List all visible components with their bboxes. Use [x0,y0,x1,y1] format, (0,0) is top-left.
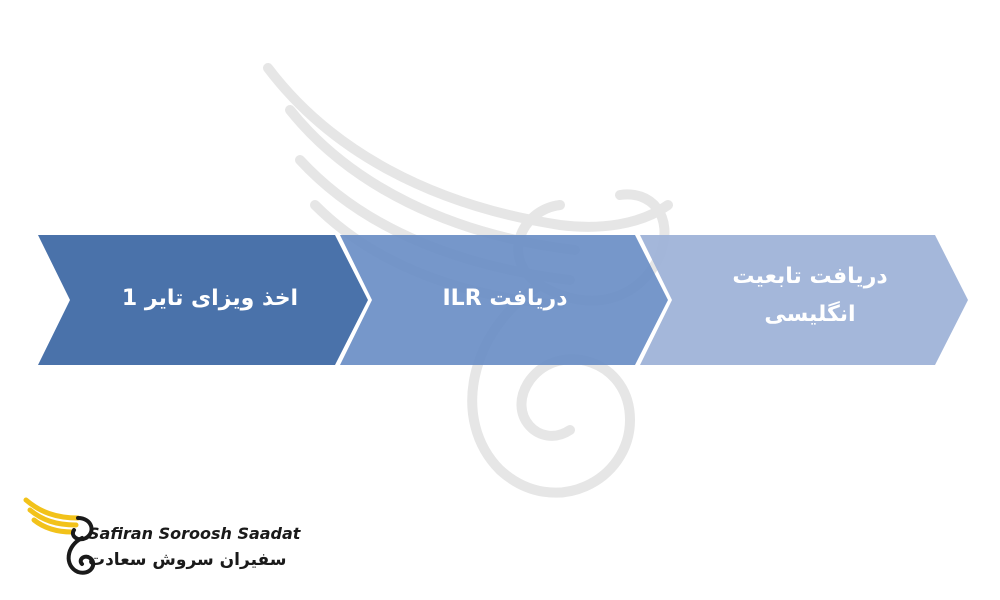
step-chevron-2 [340,235,668,365]
step-chevron-3 [640,235,968,365]
wing-swan-icon [23,497,96,575]
step-label-1: اخذ ویزای تایر 1 [121,286,299,311]
step-chevron-1 [38,235,368,365]
step-label-2: دریافت ILR [442,286,568,311]
logo-name-en: Safiran Soroosh Saadat [88,524,301,543]
company-logo: Safiran Soroosh Saadat سفیران سروش سعادت [22,492,322,582]
step-label-3: دریافت تابعیت انگلیسی [732,264,888,327]
logo-name-fa: سفیران سروش سعادت [88,550,287,570]
